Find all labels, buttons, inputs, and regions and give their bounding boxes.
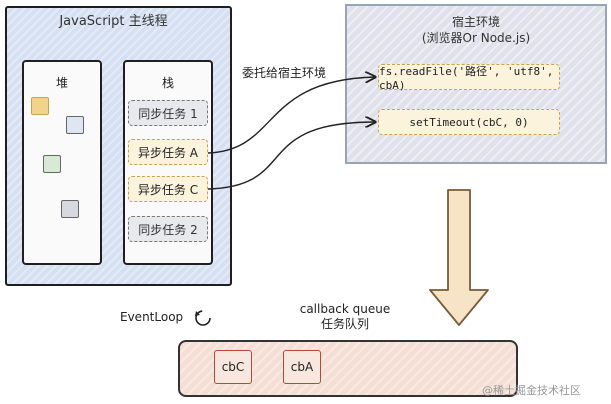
host-title-line1: 宿主环境	[451, 15, 500, 29]
queue-title: callback queue 任务队列	[285, 302, 405, 332]
host-title-line2: (浏览器Or Node.js)	[421, 31, 531, 45]
api-readfile: fs.readFile('路径', 'utf8', cbA)	[378, 64, 560, 92]
queue-item-cba: cbA	[283, 350, 321, 384]
heap-column: 堆	[22, 60, 102, 265]
eventloop-label: EventLoop	[120, 310, 184, 324]
heap-object	[66, 116, 84, 134]
heap-object	[61, 200, 79, 218]
stack-item-sync-1: 同步任务 1	[128, 100, 208, 126]
queue-title-line1: callback queue	[299, 302, 391, 316]
host-environment-title: 宿主环境 (浏览器Or Node.js)	[345, 14, 607, 46]
loop-icon	[195, 310, 211, 326]
callback-queue	[178, 340, 518, 397]
heap-object	[31, 97, 49, 115]
down-arrow	[429, 189, 489, 326]
connector-async-a	[207, 77, 375, 154]
heap-object	[43, 155, 61, 173]
stack-item-sync-2: 同步任务 2	[128, 216, 208, 242]
stack-item-async-c: 异步任务 C	[128, 176, 208, 202]
stack-label: 栈	[161, 76, 174, 90]
main-thread-title: JavaScript 主线程	[59, 14, 168, 29]
stack-item-async-a: 异步任务 A	[128, 139, 208, 165]
connector-async-c	[207, 122, 375, 190]
queue-title-line2: 任务队列	[320, 317, 369, 331]
watermark: @稀土掘金技术社区	[482, 384, 581, 397]
delegate-label: 委托给宿主环境	[242, 66, 327, 80]
queue-item-cbc: cbC	[214, 350, 252, 384]
api-settimeout: setTimeout(cbC, 0)	[378, 109, 560, 135]
heap-label: 堆	[55, 76, 68, 90]
